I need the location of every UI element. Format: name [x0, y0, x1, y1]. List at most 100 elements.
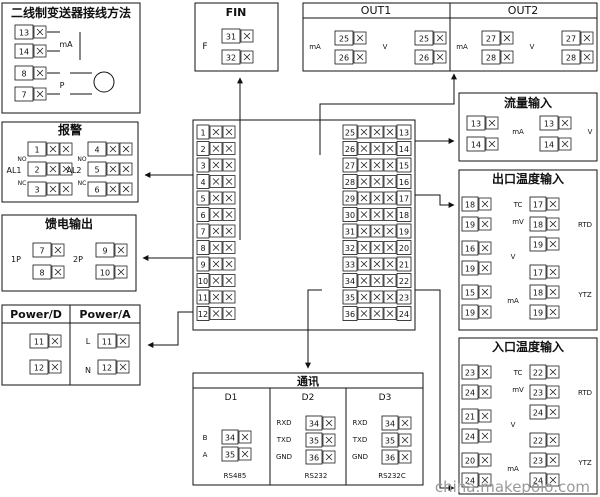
comm-d2-gnd: GND	[276, 453, 292, 461]
two-wire-panel	[1, 2, 141, 114]
two-wire-title: 二线制变送器接线方法	[11, 5, 131, 20]
center-right-inner-terminal-number: 32	[345, 244, 355, 253]
screw-icon	[433, 50, 447, 64]
screw-icon	[546, 237, 560, 251]
screw-icon	[370, 307, 384, 320]
screw-icon	[33, 87, 47, 101]
flow-title: 流量输入	[504, 95, 552, 110]
inlet-left-terminal-cell	[461, 408, 479, 424]
comm-d1-terminal-cell	[221, 446, 239, 462]
screw-icon	[478, 385, 492, 399]
feed2-terminal-number: 10	[100, 269, 110, 278]
comm-d3-terminal-cell	[381, 415, 399, 431]
screw-icon	[209, 208, 223, 221]
center-left-terminal-number: 5	[200, 195, 205, 204]
power-a-terminal-number: 12	[102, 364, 112, 373]
inlet-right-terminal-cell	[529, 472, 547, 488]
inlet-right-terminal-number: 22	[533, 437, 543, 446]
screw-icon	[222, 158, 236, 172]
feed2-terminal-cell	[95, 264, 115, 280]
center-right-inner-terminal-number: 28	[345, 178, 355, 187]
screw-icon	[478, 217, 492, 231]
center-right-inner-terminal-cell	[342, 273, 358, 288]
inlet-right-terminal-cell	[529, 364, 547, 380]
alarm2-terminal-number: 4	[94, 146, 99, 155]
two-wire-terminal-number: 14	[19, 48, 29, 57]
screw-icon	[383, 224, 397, 238]
alarm1-label: AL1	[6, 166, 21, 175]
center-left-terminal-cell	[196, 157, 210, 173]
screw-icon	[478, 261, 492, 275]
inlet-tc-label: TC	[513, 369, 523, 377]
screw-icon	[209, 307, 223, 320]
alarm1-nc: NC	[18, 180, 27, 187]
screw-icon	[478, 365, 492, 379]
screw-icon	[383, 158, 397, 172]
screw-icon	[46, 142, 60, 156]
alarm1-terminal-cell	[27, 141, 47, 157]
screw-icon	[59, 142, 73, 156]
flow-ma-label: mA	[512, 128, 524, 136]
center-left-terminal-number: 6	[200, 211, 205, 220]
screw-icon	[353, 31, 367, 45]
inlet-left-terminal-number: 24	[465, 477, 475, 486]
inlet-title: 入口温度输入	[492, 339, 564, 354]
out2-terminal-cell	[481, 30, 501, 46]
alarm1-terminal-cell	[27, 161, 47, 177]
two-wire-terminal-number: 8	[21, 70, 26, 79]
center-left-terminal-cell	[196, 256, 210, 272]
comm-d3-terminal-number: 35	[385, 437, 395, 446]
outlet-tc-label: TC	[513, 201, 523, 209]
screw-icon	[209, 274, 223, 287]
feed1-terminal-cell	[32, 242, 52, 258]
screw-icon	[558, 137, 572, 151]
screw-icon	[116, 334, 130, 348]
center-right-outer-terminal-cell	[396, 256, 412, 272]
screw-icon	[383, 191, 397, 205]
inlet-ytz-label: YTZ	[577, 459, 592, 467]
screw-icon	[398, 416, 412, 430]
two-wire-terminal-number: 13	[19, 29, 29, 38]
screw-icon	[433, 31, 447, 45]
screw-icon	[383, 175, 397, 188]
screw-icon	[238, 430, 252, 444]
screw-icon	[357, 274, 371, 287]
power-a-terminal-cell	[97, 333, 117, 349]
out2-v-label: V	[530, 43, 535, 51]
out2-terminal-number: 28	[486, 54, 496, 63]
alarm2-terminal-number: 6	[94, 186, 99, 195]
screw-icon	[546, 365, 560, 379]
comm-a-label: A	[203, 451, 208, 459]
screw-icon	[580, 50, 594, 64]
center-right-inner-terminal-number: 31	[345, 228, 355, 237]
inlet-right-terminal-number: 24	[533, 477, 543, 486]
screw-icon	[222, 257, 236, 271]
screw-icon	[322, 450, 336, 464]
outlet-left-terminal-cell	[461, 284, 479, 300]
screw-icon	[209, 191, 223, 205]
outlet-left-terminal-number: 18	[465, 201, 475, 210]
center-left-terminal-cell	[196, 207, 210, 222]
out1-ma-label: mA	[309, 43, 321, 51]
screw-icon	[209, 290, 223, 304]
alarm2-label: AL2	[66, 166, 81, 175]
comm-d2-terminal-number: 35	[309, 437, 319, 446]
outlet-right-terminal-number: 18	[533, 221, 543, 230]
screw-icon	[546, 453, 560, 467]
screw-icon	[209, 125, 223, 139]
screw-icon	[357, 191, 371, 205]
alarm1-terminal-number: 2	[34, 166, 39, 175]
screw-icon	[357, 290, 371, 304]
screw-icon	[222, 224, 236, 238]
screw-icon	[370, 224, 384, 238]
outlet-right-terminal-cell	[529, 304, 547, 320]
center-right-outer-terminal-cell	[396, 306, 412, 321]
center-right-outer-terminal-number: 23	[399, 294, 409, 303]
center-right-inner-terminal-number: 35	[345, 294, 355, 303]
center-right-inner-terminal-cell	[342, 289, 358, 305]
flow-v-terminal-cell	[539, 115, 559, 131]
inlet-left-terminal-number: 23	[465, 369, 475, 378]
comm-d3-rs-label: RS232C	[378, 472, 406, 480]
fin-terminal-number: 32	[226, 54, 236, 63]
